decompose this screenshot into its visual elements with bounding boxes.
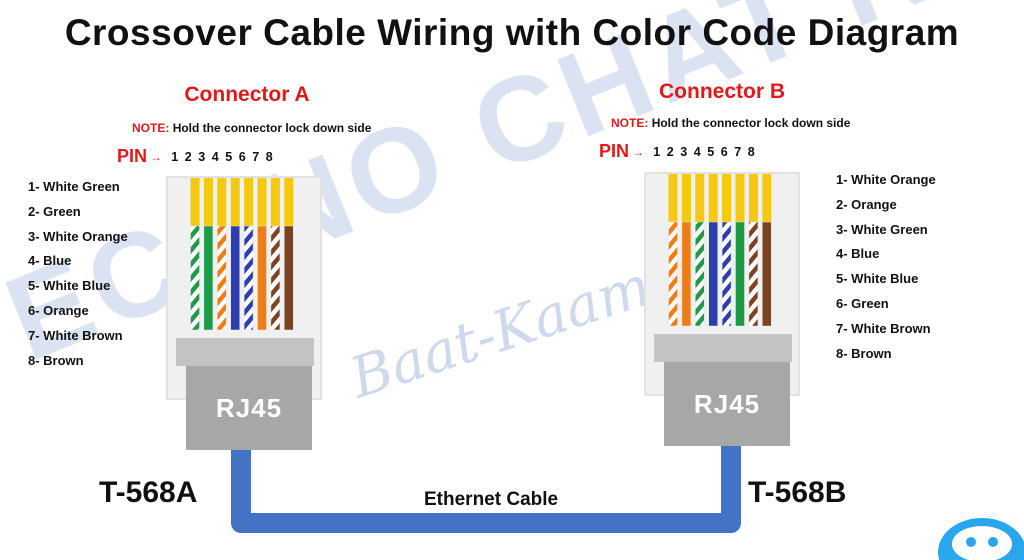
note-label: NOTE: bbox=[611, 116, 649, 130]
pin-number: 3 bbox=[198, 149, 206, 164]
wire-green bbox=[203, 225, 214, 330]
pin-number: 5 bbox=[225, 149, 233, 164]
wire-brown bbox=[284, 225, 294, 330]
page-title: Crossover Cable Wiring with Color Code D… bbox=[64, 12, 960, 53]
pin-number: 4 bbox=[211, 149, 219, 164]
gold-contact bbox=[722, 174, 732, 222]
connector-a-legend: 1- White Green 2- Green 3- White Orange … bbox=[28, 179, 128, 377]
gold-contact bbox=[217, 178, 227, 226]
note-text: Hold the connector lock down side bbox=[172, 121, 372, 135]
gold-contact bbox=[203, 178, 213, 226]
legend-item: 8- Brown bbox=[836, 345, 892, 361]
connector-b-pin-row: PIN → 1 2 3 4 5 6 7 8 bbox=[599, 141, 758, 162]
pin-number: 1 bbox=[653, 144, 661, 159]
gold-contact bbox=[257, 178, 267, 226]
connector-b-note: NOTE: Hold the connector lock down side bbox=[611, 116, 850, 130]
wire-green bbox=[735, 221, 745, 326]
pin-label: PIN bbox=[599, 141, 630, 161]
legend-item: 3- White Green bbox=[836, 221, 928, 237]
gold-contact bbox=[762, 174, 772, 222]
connector-lock-bar bbox=[654, 334, 792, 362]
wire-orange bbox=[257, 225, 267, 330]
pin-number: 4 bbox=[693, 144, 701, 159]
wire-blue bbox=[708, 221, 718, 326]
connector-b-legend: 1- White Orange 2- Orange 3- White Green… bbox=[836, 172, 936, 370]
wire-brown bbox=[762, 221, 772, 326]
wire-white-green bbox=[695, 221, 705, 326]
rj45-boot: RJ45 bbox=[664, 362, 790, 446]
pin-number: 6 bbox=[720, 144, 728, 159]
wire-white-orange bbox=[668, 221, 678, 326]
gold-contact bbox=[270, 178, 280, 226]
legend-item: 4- Blue bbox=[836, 246, 880, 262]
gold-contact bbox=[190, 178, 200, 226]
legend-item: 1- White Orange bbox=[836, 172, 936, 187]
connector-a-pin-row: PIN → 1 2 3 4 5 6 7 8 bbox=[117, 146, 276, 167]
wire-white-brown bbox=[270, 225, 281, 330]
legend-item: 8- Brown bbox=[28, 352, 84, 368]
wire-white-blue bbox=[243, 225, 254, 330]
gold-contact bbox=[284, 178, 294, 226]
connector-b-title: Connector B bbox=[659, 80, 785, 103]
pin-label: PIN bbox=[117, 146, 148, 166]
legend-item: 4- Blue bbox=[28, 253, 72, 269]
note-text: Hold the connector lock down side bbox=[651, 116, 851, 130]
legend-item: 3- White Orange bbox=[28, 228, 128, 244]
rj45-label: RJ45 bbox=[215, 392, 283, 423]
pin-number: 8 bbox=[265, 149, 273, 164]
standard-label-b: T-568B bbox=[748, 476, 847, 509]
pin-number: 3 bbox=[680, 144, 688, 159]
legend-item: 5- White Blue bbox=[836, 271, 919, 287]
legend-item: 5- White Blue bbox=[28, 278, 111, 294]
legend-item: 7- White Brown bbox=[28, 327, 123, 343]
pin-number: 2 bbox=[184, 149, 192, 164]
gold-contact bbox=[668, 174, 678, 222]
chatbot-icon bbox=[938, 518, 1024, 560]
legend-item: 1- White Green bbox=[28, 179, 120, 194]
pin-number: 2 bbox=[666, 144, 674, 159]
gold-contact bbox=[695, 174, 705, 222]
note-label: NOTE: bbox=[132, 121, 170, 135]
rj45-label: RJ45 bbox=[693, 388, 761, 419]
gold-contact bbox=[681, 174, 691, 222]
wire-white-orange bbox=[217, 225, 227, 330]
pin-number: 5 bbox=[707, 144, 715, 159]
gold-contact bbox=[748, 174, 758, 222]
ethernet-cable-label: Ethernet Cable bbox=[424, 489, 559, 510]
pin-number: 8 bbox=[747, 144, 755, 159]
arrow-right-icon: → bbox=[632, 144, 645, 159]
connector-a-title: Connector A bbox=[184, 83, 310, 106]
connector-a-wires bbox=[190, 178, 294, 330]
wire-white-blue bbox=[721, 221, 732, 326]
legend-item: 6- Green bbox=[836, 295, 889, 311]
standard-label-a: T-568A bbox=[99, 476, 198, 509]
connector-a-note: NOTE: Hold the connector lock down side bbox=[132, 121, 371, 135]
legend-item: 6- Orange bbox=[28, 302, 89, 318]
pin-number: 1 bbox=[171, 149, 179, 164]
connector-lock-bar bbox=[176, 338, 314, 366]
gold-contact bbox=[230, 178, 240, 226]
legend-item: 2- Orange bbox=[836, 196, 897, 212]
pin-number: 6 bbox=[238, 149, 246, 164]
rj45-boot: RJ45 bbox=[186, 366, 312, 450]
pin-number: 7 bbox=[252, 149, 260, 164]
wire-white-brown bbox=[748, 221, 759, 326]
legend-item: 2- Green bbox=[28, 203, 81, 219]
wire-blue bbox=[230, 225, 240, 330]
pin-number: 7 bbox=[734, 144, 742, 159]
gold-contact bbox=[708, 174, 718, 222]
arrow-right-icon: → bbox=[150, 149, 163, 164]
wire-white-green bbox=[190, 225, 200, 330]
gold-contact bbox=[244, 178, 254, 226]
wire-orange bbox=[681, 221, 692, 326]
legend-item: 7- White Brown bbox=[836, 320, 931, 336]
gold-contact bbox=[735, 174, 745, 222]
connector-b-wires bbox=[668, 174, 772, 326]
